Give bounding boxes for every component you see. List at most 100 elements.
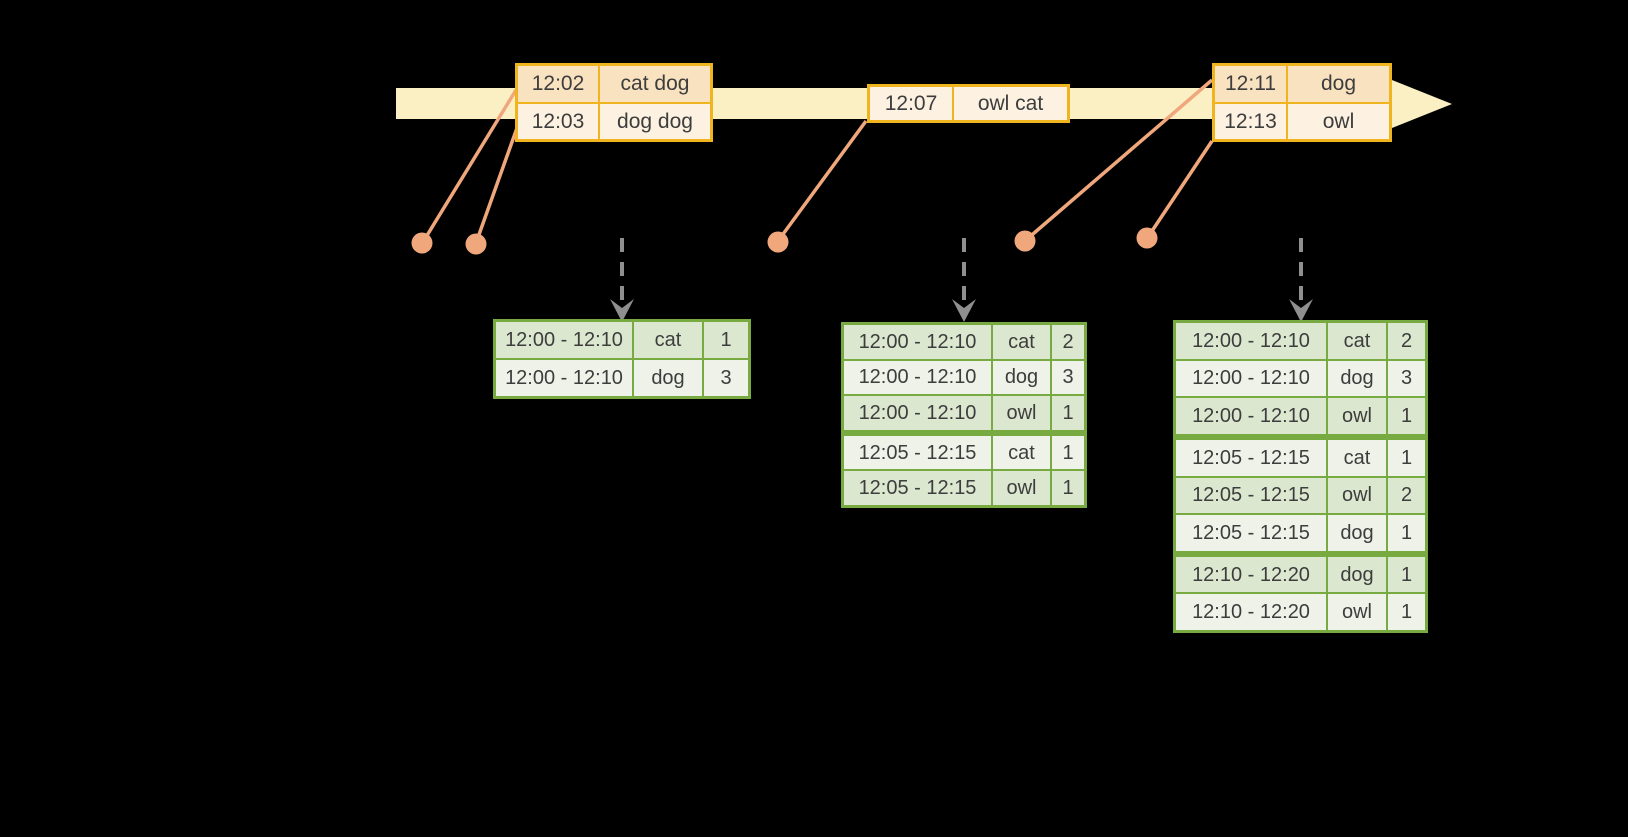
word-cell: cat [634,322,702,358]
window-cell: 12:00 - 12:10 [844,360,991,395]
count-cell: 1 [1388,556,1425,593]
window-cell: 12:05 - 12:15 [844,471,991,505]
window-cell: 12:00 - 12:10 [496,360,632,396]
event-dot [1014,230,1036,252]
count-cell: 2 [1388,323,1425,359]
event-connector-line [1024,78,1214,242]
event-words-cell: dog [1288,66,1389,102]
count-cell: 1 [1388,398,1425,434]
window-cell: 12:00 - 12:10 [496,322,632,358]
window-cell: 12:05 - 12:15 [844,435,991,470]
word-cell: owl [1328,398,1386,434]
event-words-cell: owl [1288,103,1389,139]
event-dot [465,233,487,255]
window-cell: 12:00 - 12:10 [844,396,991,430]
word-cell: dog [993,360,1050,395]
count-cell: 1 [1388,439,1425,476]
word-cell: owl [1328,594,1386,630]
trigger-arrowheads [610,299,1313,322]
count-cell: 1 [1388,515,1425,551]
trigger-arrowhead-icon [1289,299,1313,322]
word-cell: cat [1328,323,1386,359]
window-cell: 12:10 - 12:20 [1176,594,1326,630]
trigger-arrowhead-icon [952,299,976,322]
count-cell: 1 [1052,396,1084,430]
event-words-cell: owl cat [954,87,1067,120]
event-connector-line [474,127,519,244]
event-connector-line [776,119,868,243]
window-cell: 12:05 - 12:15 [1176,515,1326,551]
window-cell: 12:00 - 12:10 [1176,398,1326,434]
event-time-cell: 12:03 [518,103,598,139]
count-cell: 2 [1052,325,1084,359]
count-cell: 1 [1388,594,1425,630]
event-time-cell: 12:11 [1215,66,1286,102]
word-cell: owl [1328,477,1386,514]
window-cell: 12:05 - 12:15 [1176,477,1326,514]
event-dots [411,227,1158,255]
event-connector-lines [421,78,1214,244]
trigger-arrowhead-icon [610,299,634,322]
count-cell: 3 [1388,360,1425,397]
count-cell: 3 [704,360,748,396]
count-cell: 1 [1052,471,1084,505]
word-cell: owl [993,471,1050,505]
word-cell: dog [1328,556,1386,593]
count-cell: 1 [1052,435,1084,470]
event-time-cell: 12:13 [1215,103,1286,139]
event-dot [767,231,789,253]
event-connector-line [1146,140,1214,238]
window-cell: 12:00 - 12:10 [1176,323,1326,359]
word-cell: cat [993,435,1050,470]
window-cell: 12:00 - 12:10 [1176,360,1326,397]
count-cell: 1 [704,322,748,358]
event-dot [1136,227,1158,249]
word-cell: owl [993,396,1050,430]
event-words-cell: cat dog [600,66,710,102]
event-connector-line [421,89,518,243]
count-cell: 3 [1052,360,1084,395]
event-time-cell: 12:02 [518,66,598,102]
count-cell: 2 [1388,477,1425,514]
window-cell: 12:05 - 12:15 [1176,439,1326,476]
word-cell: dog [1328,515,1386,551]
trigger-arrows [620,238,1303,303]
word-cell: cat [993,325,1050,359]
event-words-cell: dog dog [600,103,710,139]
word-cell: dog [634,360,702,396]
word-cell: cat [1328,439,1386,476]
timeline-arrowhead-icon [1392,80,1452,128]
event-dot [411,232,433,254]
event-time-cell: 12:07 [870,87,952,120]
word-cell: dog [1328,360,1386,397]
window-cell: 12:10 - 12:20 [1176,556,1326,593]
